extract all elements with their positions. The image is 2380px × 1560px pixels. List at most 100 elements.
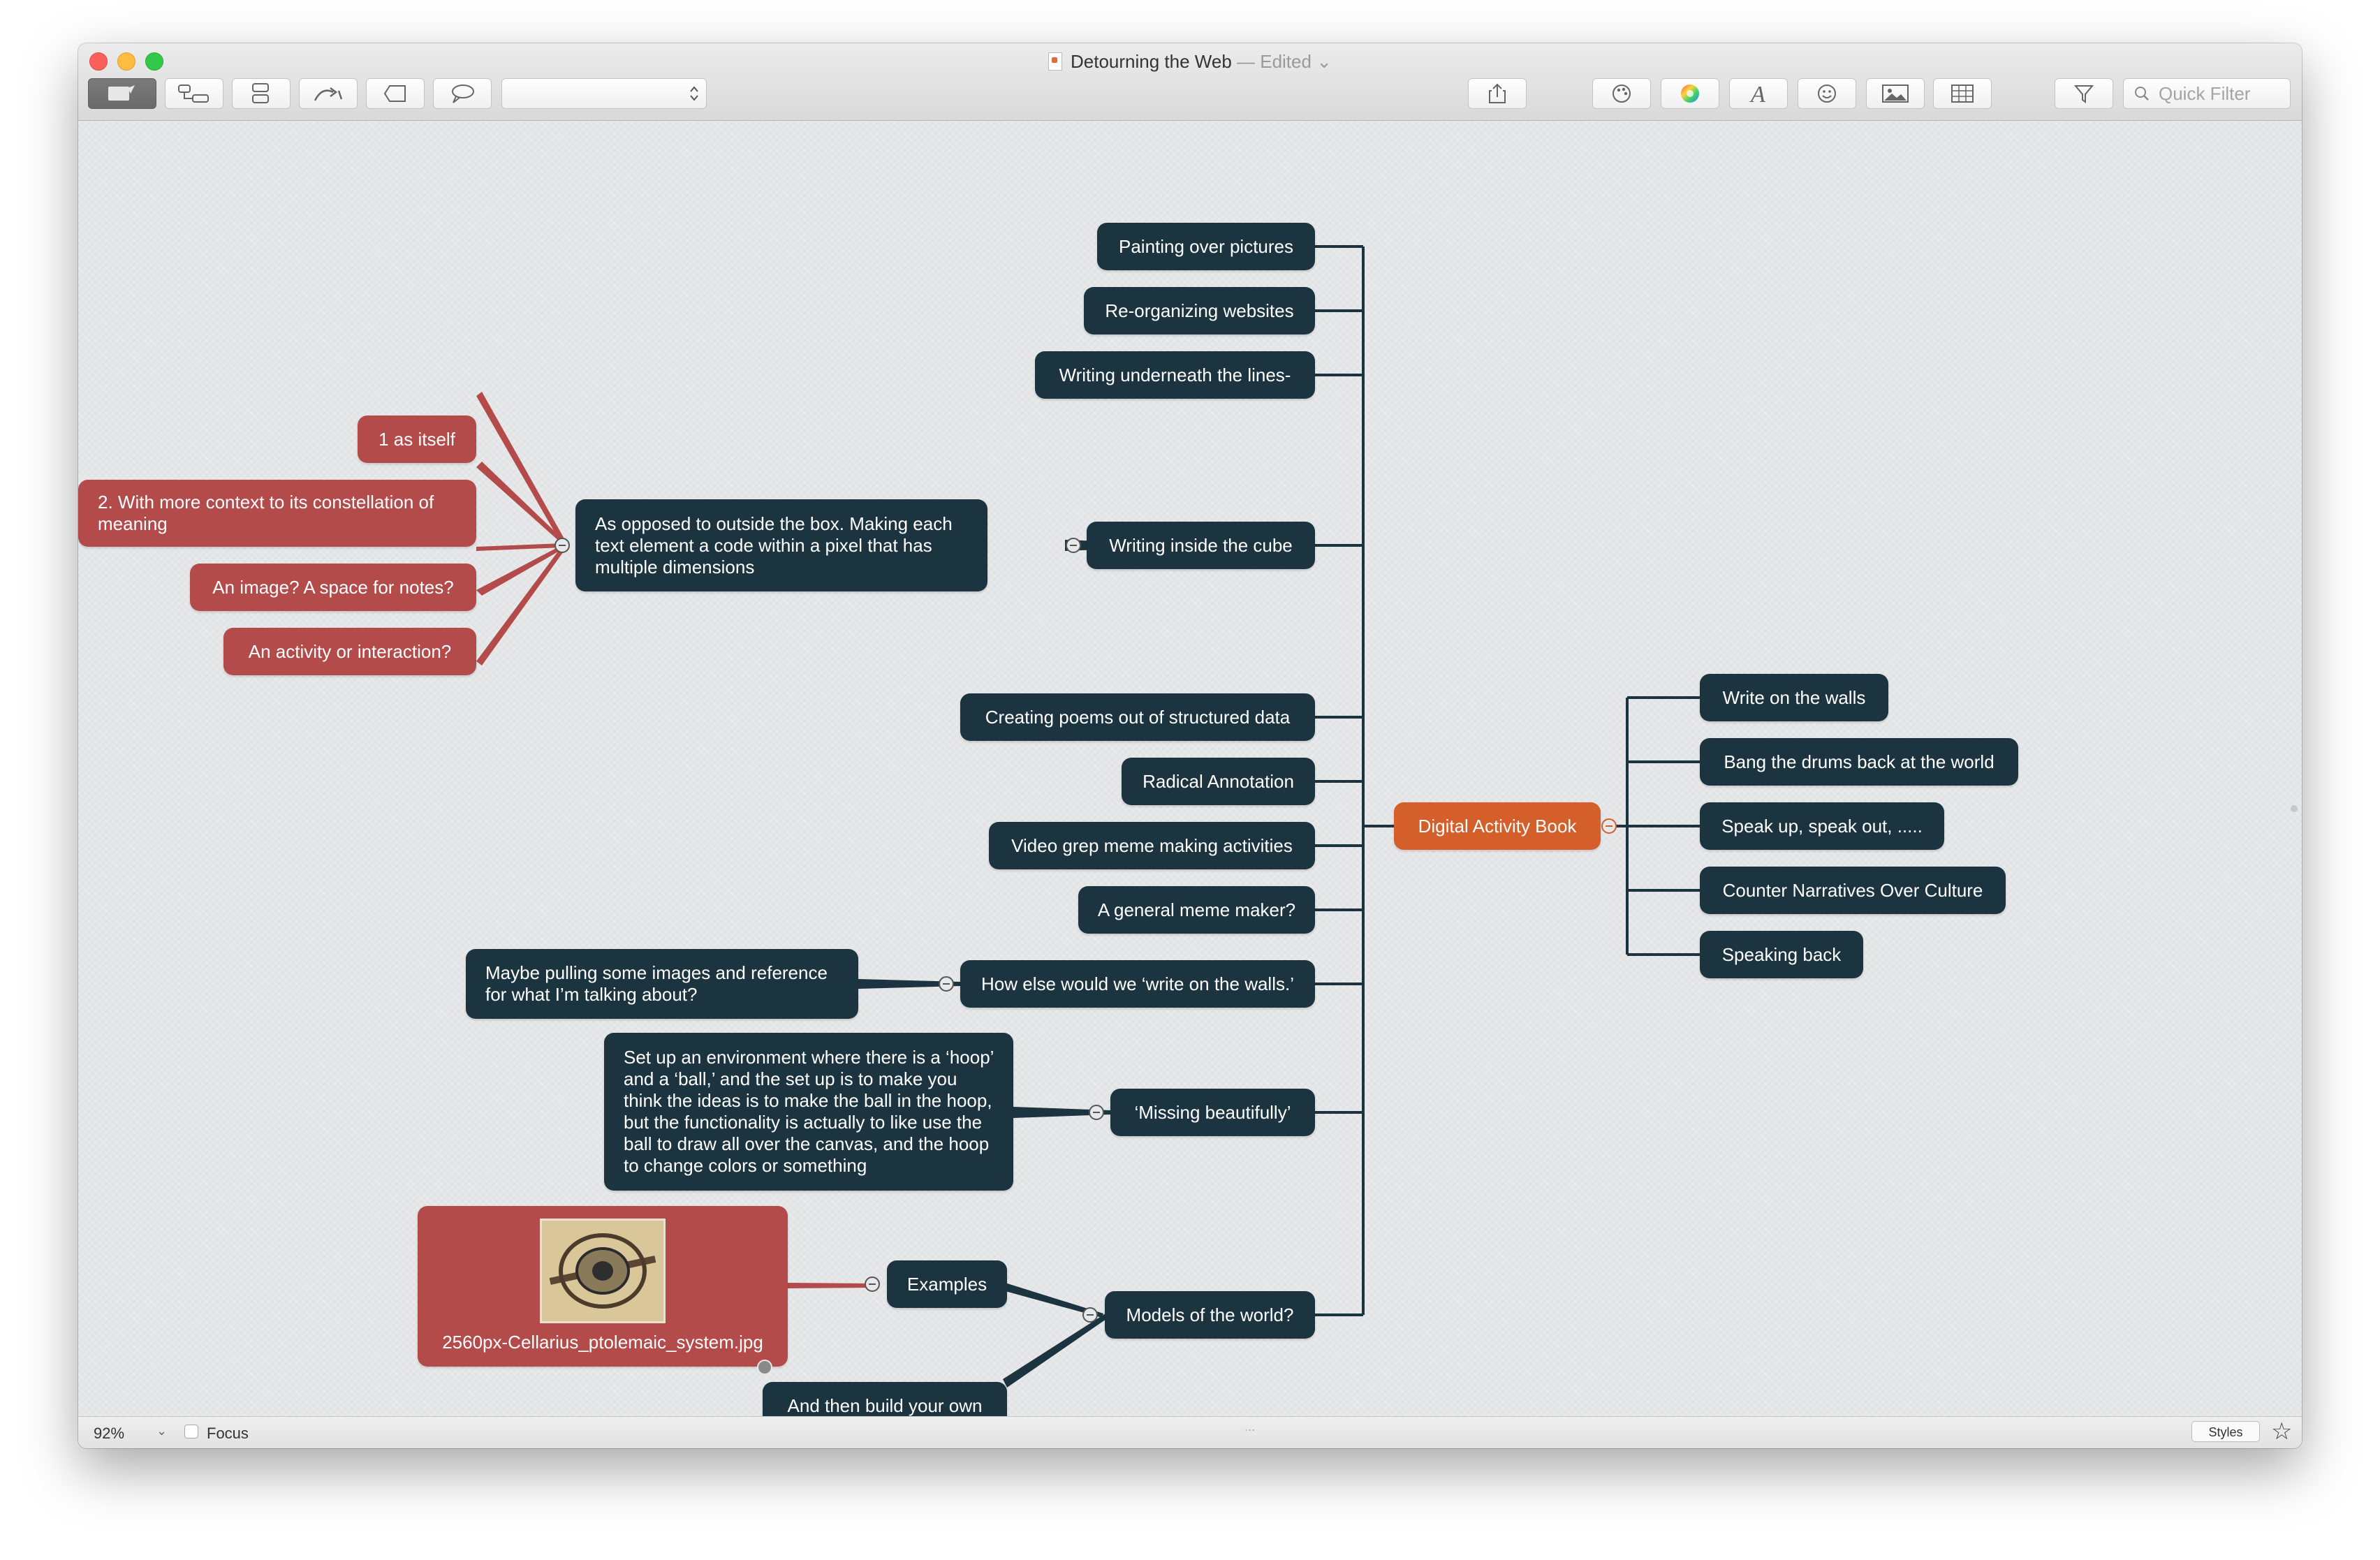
filter-button[interactable]	[2055, 78, 2113, 109]
title-chevron-icon: ⌄	[1316, 51, 1332, 72]
document-name: Detourning the Web	[1071, 51, 1232, 72]
focus-checkbox[interactable]	[184, 1425, 198, 1438]
examples-label: Examples	[906, 1273, 987, 1295]
branch-counter-narratives[interactable]: Counter Narratives Over Culture	[1700, 867, 2006, 914]
branch-writing-underneath-the-lines[interactable]: Writing underneath the lines-	[1035, 351, 1315, 399]
missing-detail-text: Set up an environment where there is a ‘…	[624, 1047, 994, 1176]
branch-label: How else would we ‘write on the walls.’	[981, 973, 1294, 994]
document-icon	[1048, 52, 1062, 71]
missing-detail-node[interactable]: Set up an environment where there is a ‘…	[604, 1033, 1013, 1191]
branch-bang-the-drums[interactable]: Bang the drums back at the world	[1700, 738, 2018, 786]
collapse-cube-detail-button[interactable]	[554, 538, 570, 553]
branch-creating-poems[interactable]: Creating poems out of structured data	[960, 693, 1315, 741]
branch-label: Speaking back	[1721, 943, 1842, 965]
branch-painting-over-pictures[interactable]: Painting over pictures	[1097, 223, 1315, 270]
titlebar: Detourning the Web — Edited ⌄	[78, 43, 2302, 121]
share-button[interactable]	[1468, 78, 1527, 109]
add-child-button[interactable]	[165, 78, 223, 109]
note-label: 2. With more context to its constellatio…	[98, 492, 434, 534]
boundary-icon	[383, 85, 406, 102]
statusbar: 92% ⌄ Focus ... Styles ☆	[78, 1416, 2302, 1448]
connect-button[interactable]	[299, 78, 358, 109]
branch-label: A general meme maker?	[1097, 899, 1296, 920]
color-wheel-icon	[1681, 84, 1699, 103]
split-handle[interactable]: ...	[1244, 1420, 1256, 1434]
theme-button[interactable]	[1592, 78, 1651, 109]
add-sibling-button[interactable]	[232, 78, 291, 109]
branch-label: Counter Narratives Over Culture	[1722, 879, 1983, 901]
svg-text:A: A	[1749, 82, 1765, 105]
walls-detail-text: Maybe pulling some images and reference …	[485, 962, 828, 1005]
zoom-level[interactable]: 92%	[94, 1425, 125, 1442]
collapse-walls-button[interactable]	[939, 976, 954, 992]
branch-general-meme-maker[interactable]: A general meme maker?	[1078, 886, 1315, 934]
star-icon[interactable]: ☆	[2271, 1418, 2293, 1445]
collapse-missing-button[interactable]	[1089, 1105, 1104, 1120]
note-label: An image? A space for notes?	[212, 576, 454, 598]
attachment-link-icon[interactable]	[757, 1360, 772, 1375]
app-window: Detourning the Web — Edited ⌄	[78, 43, 2302, 1448]
focus-label: Focus	[207, 1425, 249, 1442]
branch-label: ‘Missing beautifully’	[1134, 1101, 1291, 1123]
walls-detail-node[interactable]: Maybe pulling some images and reference …	[466, 949, 858, 1019]
zoom-window-button[interactable]	[145, 52, 163, 71]
note-label: 1 as itself	[379, 428, 455, 450]
branch-label: Speak up, speak out, .....	[1721, 815, 1923, 837]
boundary-button[interactable]	[366, 78, 425, 109]
root-node[interactable]: Digital Activity Book	[1394, 802, 1601, 850]
canvas-select-icon	[108, 85, 135, 101]
collapse-models-button[interactable]	[1082, 1307, 1098, 1323]
branch-re-organizing-websites[interactable]: Re-organizing websites	[1084, 287, 1315, 334]
cube-detail-node[interactable]: As opposed to outside the box. Making ea…	[575, 499, 987, 591]
add-sibling-icon	[252, 83, 269, 103]
collapse-root-button[interactable]	[1601, 818, 1617, 834]
branch-label: Models of the world?	[1126, 1304, 1294, 1325]
branch-models-of-the-world[interactable]: Models of the world?	[1105, 1291, 1315, 1339]
note-activity[interactable]: An activity or interaction?	[223, 628, 476, 675]
table-icon	[1951, 84, 1974, 103]
note-label: An activity or interaction?	[248, 640, 452, 662]
callout-button[interactable]	[433, 78, 492, 109]
window-title[interactable]: Detourning the Web — Edited ⌄	[78, 49, 2302, 74]
note-image-space[interactable]: An image? A space for notes?	[190, 564, 476, 611]
sticker-button[interactable]	[1798, 78, 1856, 109]
image-icon	[1882, 84, 1909, 103]
branch-label: Creating poems out of structured data	[985, 706, 1291, 728]
branch-label: Radical Annotation	[1143, 770, 1294, 792]
style-select[interactable]	[501, 78, 707, 109]
branch-write-on-the-walls-how[interactable]: How else would we ‘write on the walls.’	[960, 960, 1315, 1008]
color-button[interactable]	[1661, 78, 1719, 109]
callout-icon	[452, 84, 474, 103]
branch-label: Painting over pictures	[1118, 235, 1294, 257]
font-button[interactable]: A	[1729, 78, 1788, 109]
filter-icon	[2073, 85, 2094, 103]
canvas-select-button[interactable]	[88, 78, 156, 109]
branch-video-grep[interactable]: Video grep meme making activities	[989, 822, 1315, 869]
mindmap-canvas[interactable]: Digital Activity Book Painting over pict…	[78, 121, 2302, 1429]
branch-radical-annotation[interactable]: Radical Annotation	[1122, 758, 1315, 805]
quick-filter-input[interactable]: Quick Filter	[2123, 78, 2291, 109]
branch-speaking-back[interactable]: Speaking back	[1700, 931, 1863, 978]
zoom-chevron-icon[interactable]: ⌄	[156, 1424, 168, 1438]
example-image-node[interactable]: 2560px-Cellarius_ptolemaic_system.jpg	[418, 1206, 788, 1367]
note-more-context[interactable]: 2. With more context to its constellatio…	[78, 480, 476, 547]
branch-writing-inside-the-cube[interactable]: Writing inside the cube	[1087, 522, 1315, 569]
vertical-scroll-indicator[interactable]	[2291, 805, 2298, 812]
ptolemaic-system-image[interactable]	[540, 1219, 666, 1323]
root-node-label: Digital Activity Book	[1418, 815, 1577, 837]
insert-image-button[interactable]	[1866, 78, 1925, 109]
cube-detail-text: As opposed to outside the box. Making ea…	[595, 513, 953, 577]
branch-write-on-the-walls[interactable]: Write on the walls	[1700, 674, 1888, 721]
branch-label: Re-organizing websites	[1105, 300, 1294, 321]
node-examples[interactable]: Examples	[887, 1260, 1007, 1308]
minimize-window-button[interactable]	[117, 52, 135, 71]
collapse-examples-button[interactable]	[865, 1276, 880, 1292]
styles-button[interactable]: Styles	[2191, 1421, 2260, 1442]
collapse-cube-button[interactable]	[1066, 538, 1081, 553]
close-window-button[interactable]	[89, 52, 108, 71]
branch-missing-beautifully[interactable]: ‘Missing beautifully’	[1110, 1089, 1315, 1136]
branch-speak-up[interactable]: Speak up, speak out, .....	[1700, 802, 1944, 850]
palette-icon	[1613, 84, 1631, 103]
note-1-as-itself[interactable]: 1 as itself	[358, 415, 476, 463]
outline-button[interactable]	[1933, 78, 1992, 109]
